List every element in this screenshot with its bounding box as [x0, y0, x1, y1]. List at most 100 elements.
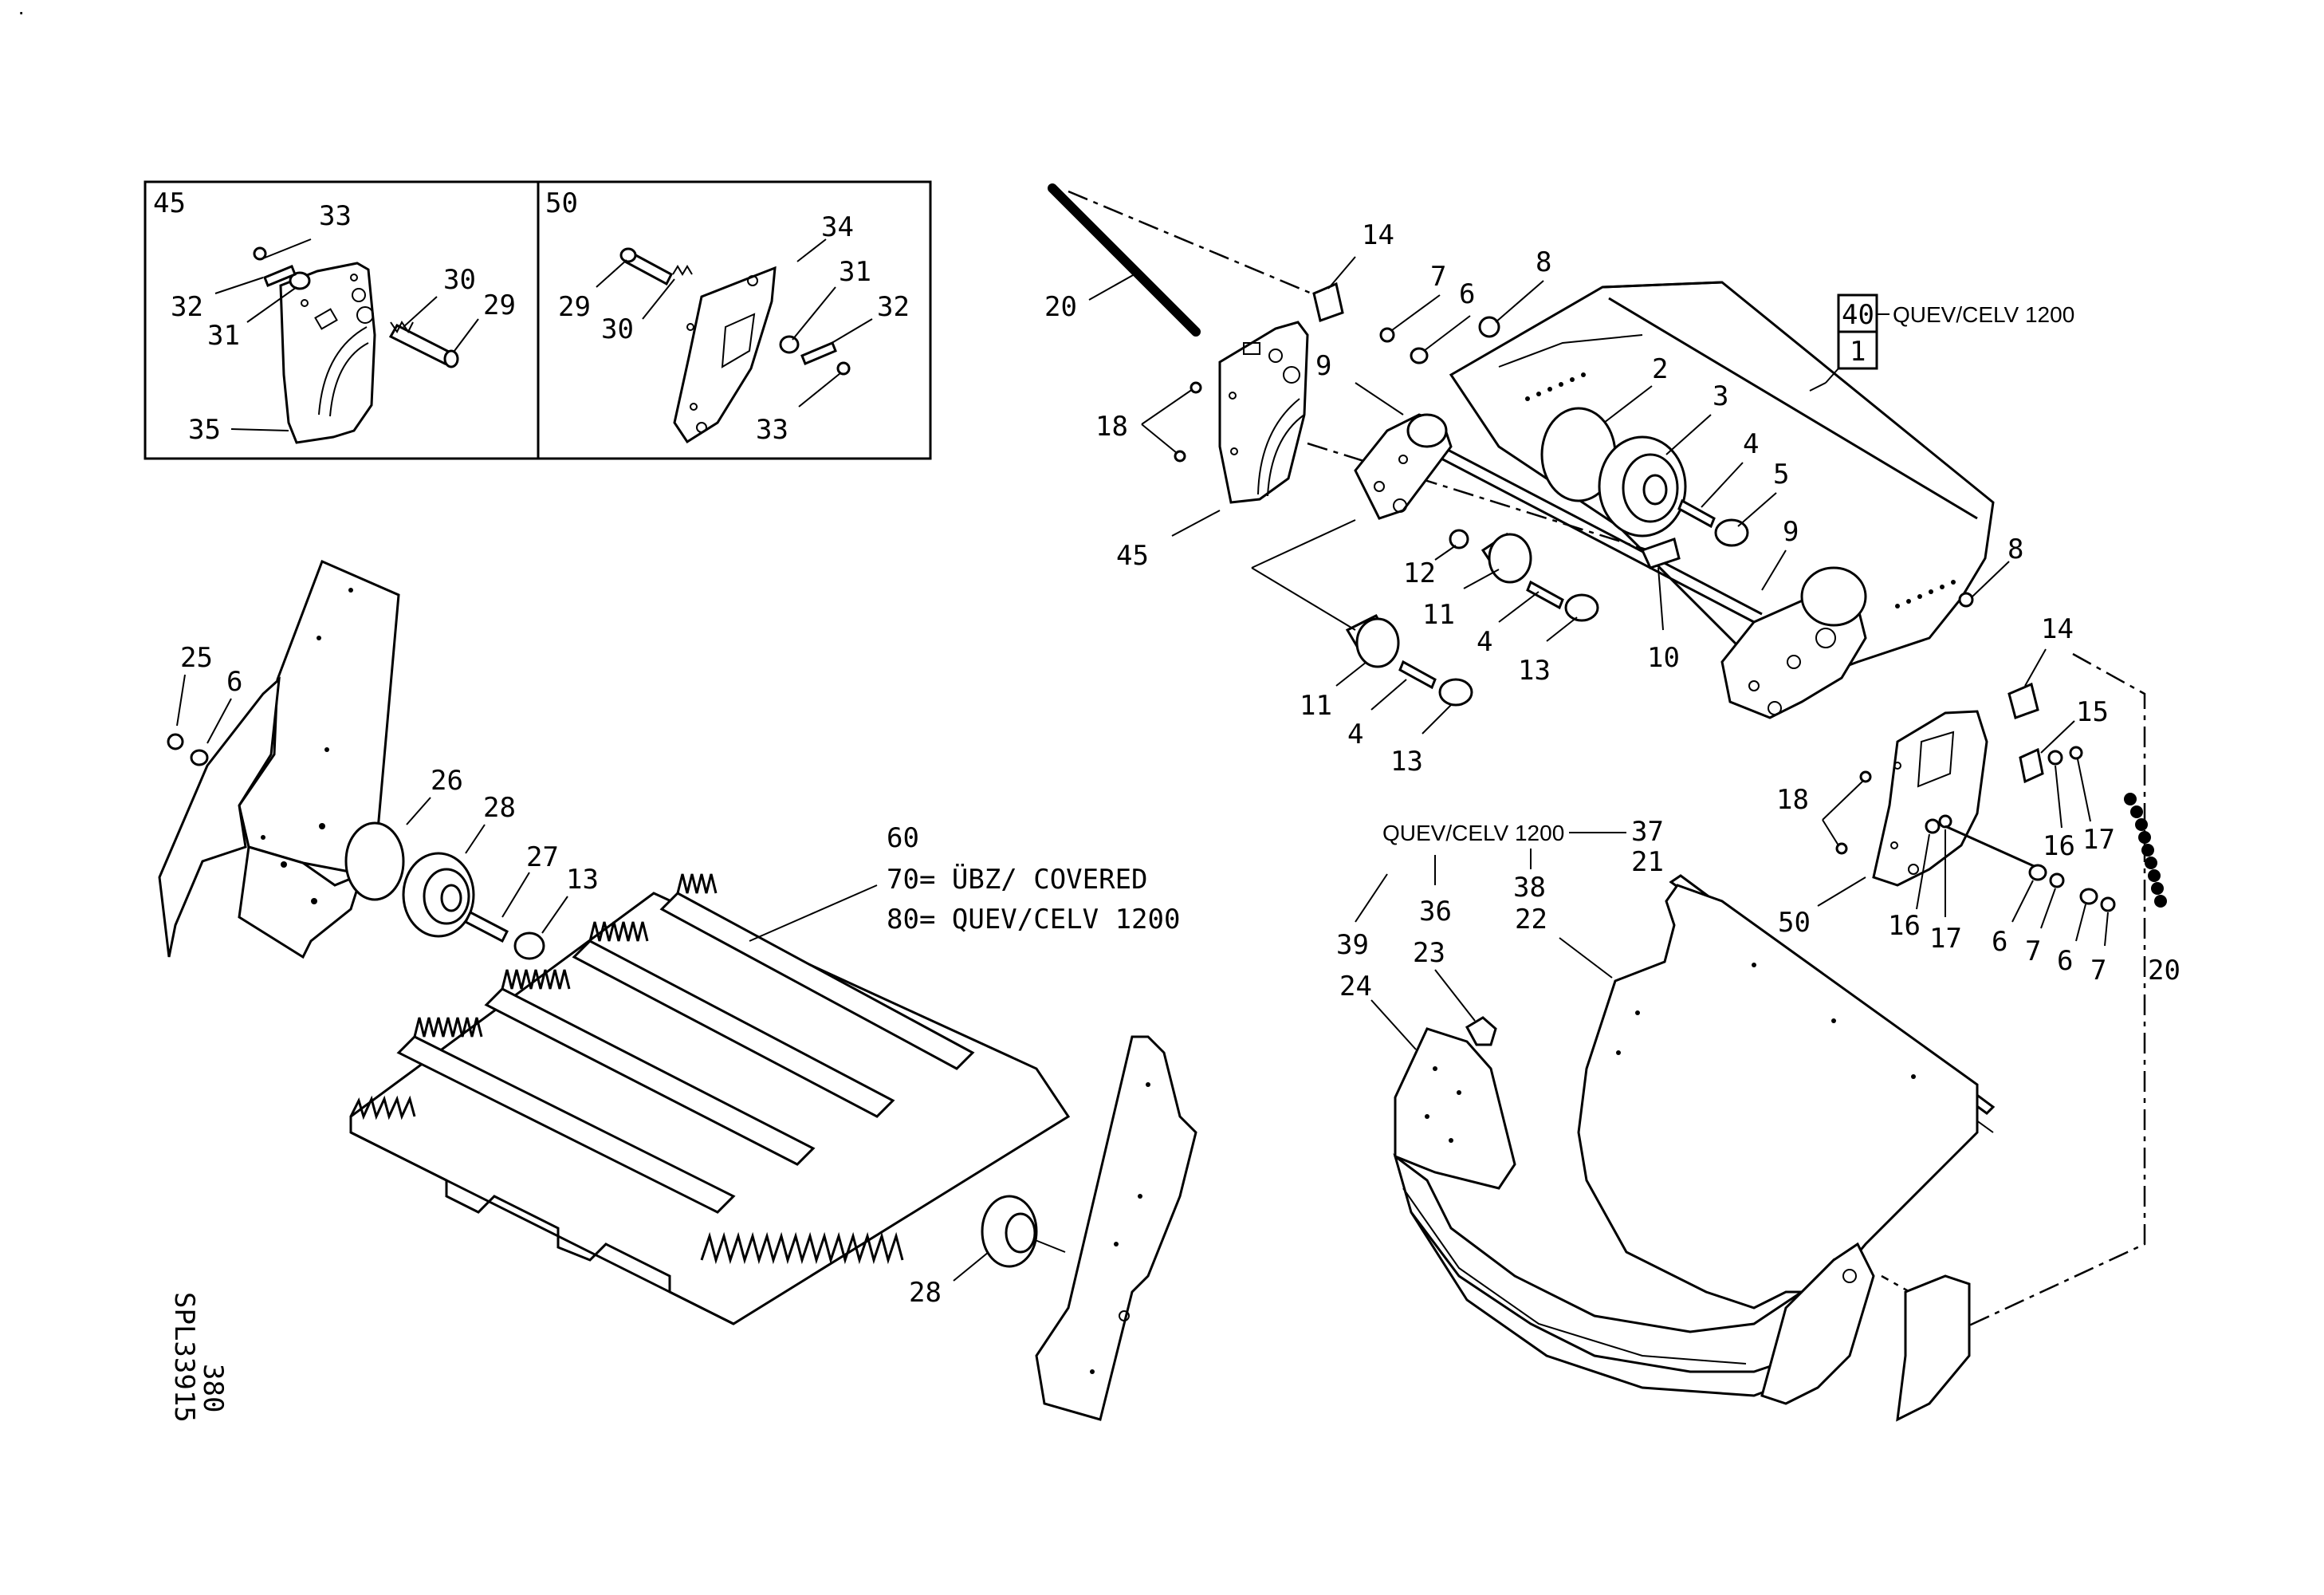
corner-mark: · [18, 0, 25, 24]
callout-10: 10 [1647, 642, 1680, 674]
bolt-4-mid [1526, 580, 1564, 610]
cap-13-lower [1438, 678, 1473, 707]
center-side-plate [1035, 1035, 1197, 1421]
assembly-note: QUEV/CELV 1200 [1893, 302, 2074, 327]
conveyor-grid-60: 60 70= ÜBZ/ COVERED 80= QUEV/CELV 1200 [349, 822, 1180, 1325]
bolt-18-right-top [1859, 770, 1872, 783]
disc-26 [344, 821, 405, 901]
nut-33 [253, 246, 267, 261]
nut-17-mid [1938, 814, 1952, 829]
pulley-3 [1598, 435, 1687, 538]
side-plate-45 [1218, 321, 1309, 504]
pin-32 [263, 265, 297, 287]
bolt-pin-29 [388, 324, 459, 368]
assembly-bottom-number: 1 [1850, 336, 1866, 368]
callout-34-right: 34 [821, 211, 854, 243]
callout-6-left: 6 [226, 666, 242, 698]
housing-hole-row-left [1525, 372, 1586, 401]
housing-hole-row-right [1895, 580, 1956, 608]
inset-panel: 45 33 32 31 [144, 180, 932, 460]
callout-35-left: 35 [188, 414, 221, 446]
drawing-page: 380 [197, 1364, 229, 1412]
callout-4-lower: 4 [1347, 719, 1363, 750]
callout-21: 21 [1631, 846, 1664, 878]
callout-30-right: 30 [601, 313, 634, 345]
callout-32-left: 32 [171, 291, 203, 323]
note-80: 80= QUEV/CELV 1200 [887, 904, 1180, 935]
bracket-plate-45 [279, 262, 376, 444]
callout-17-top: 17 [2082, 824, 2115, 856]
callout-23: 23 [1413, 937, 1445, 969]
callout-13-left: 13 [566, 864, 599, 896]
washer-6-right-b [2079, 888, 2098, 905]
quev-label-lower: QUEV/CELV 1200 [1382, 821, 1564, 845]
clip-14-top [1312, 282, 1344, 322]
roller-11-lower [1345, 614, 1400, 668]
callout-8-right: 8 [2007, 534, 2023, 565]
end-plate-23 [1465, 1016, 1497, 1046]
pin-32-right [800, 341, 837, 365]
shaft [1402, 437, 1755, 624]
washer-6-left [190, 749, 209, 766]
callout-11-lower: 11 [1300, 690, 1332, 722]
cap-5 [1714, 518, 1749, 547]
washer-16-top [2047, 750, 2063, 766]
nut-8-top [1478, 316, 1500, 338]
nut-8-right [1958, 592, 1974, 608]
callout-37: 37 [1631, 816, 1664, 848]
callout-13-lower: 13 [1390, 746, 1423, 778]
callout-28-center: 28 [909, 1277, 942, 1309]
right-blade [1896, 1274, 1971, 1422]
callout-14-top: 14 [1362, 219, 1394, 251]
callout-16-mid: 16 [1888, 910, 1921, 942]
nut-7-right-a [2049, 872, 2065, 888]
pulley-28-left [402, 852, 475, 938]
callout-7-right-a: 7 [2025, 935, 2041, 967]
bolt-18-bottom [1174, 450, 1186, 463]
trough-24 [1393, 1027, 1875, 1405]
callout-3: 3 [1713, 380, 1728, 412]
inset-number-50: 50 [545, 187, 578, 219]
callout-30-left: 30 [443, 264, 476, 296]
callout-13-upper: 13 [1518, 655, 1551, 687]
washer-6-top [1410, 347, 1429, 364]
nut-7-top [1379, 327, 1395, 343]
nut-25 [167, 733, 184, 750]
callout-39: 39 [1336, 929, 1369, 961]
left-side-assembly: 25 6 26 28 27 13 [158, 559, 599, 960]
end-flange-9 [1354, 413, 1453, 520]
callout-24: 24 [1339, 971, 1372, 1002]
tab-10 [1640, 538, 1681, 569]
callout-26: 26 [431, 765, 463, 797]
callout-38: 38 [1513, 872, 1546, 904]
center-side-assembly: 28 [909, 1035, 1197, 1421]
callout-11-upper: 11 [1422, 599, 1455, 631]
nut-7-right-b [2100, 896, 2116, 912]
bolt-4-top [1677, 498, 1716, 529]
callout-29-left: 29 [483, 289, 516, 321]
cap-13-upper [1564, 593, 1599, 622]
washer-6-right-a [2028, 864, 2047, 881]
callout-20-right: 20 [2148, 955, 2180, 987]
callout-6-right-a: 6 [1992, 926, 2007, 958]
assembly-box-40: 40 1 QUEV/CELV 1200 [1825, 293, 2074, 384]
callout-22: 22 [1515, 904, 1547, 935]
cap-13-left [513, 931, 545, 960]
clip-14-right [2007, 682, 2039, 719]
callout-50-main: 50 [1778, 907, 1811, 939]
callout-18-top: 18 [1095, 411, 1128, 443]
bolt-4-lower [1398, 660, 1437, 690]
bracket-plate-50 [673, 266, 777, 444]
inset-number-45: 45 [153, 187, 186, 219]
callout-8-top: 8 [1536, 246, 1551, 278]
part-15 [2019, 747, 2044, 784]
callout-31-right: 31 [839, 256, 871, 288]
bolt-27 [463, 910, 509, 943]
guard-22 [1577, 884, 1979, 1309]
callout-33-left: 33 [319, 200, 352, 232]
callout-7-top: 7 [1430, 261, 1446, 293]
callout-12: 12 [1403, 557, 1436, 589]
callout-20-top: 20 [1044, 291, 1077, 323]
drawing-reference: SPL33915 380 [168, 1292, 229, 1423]
